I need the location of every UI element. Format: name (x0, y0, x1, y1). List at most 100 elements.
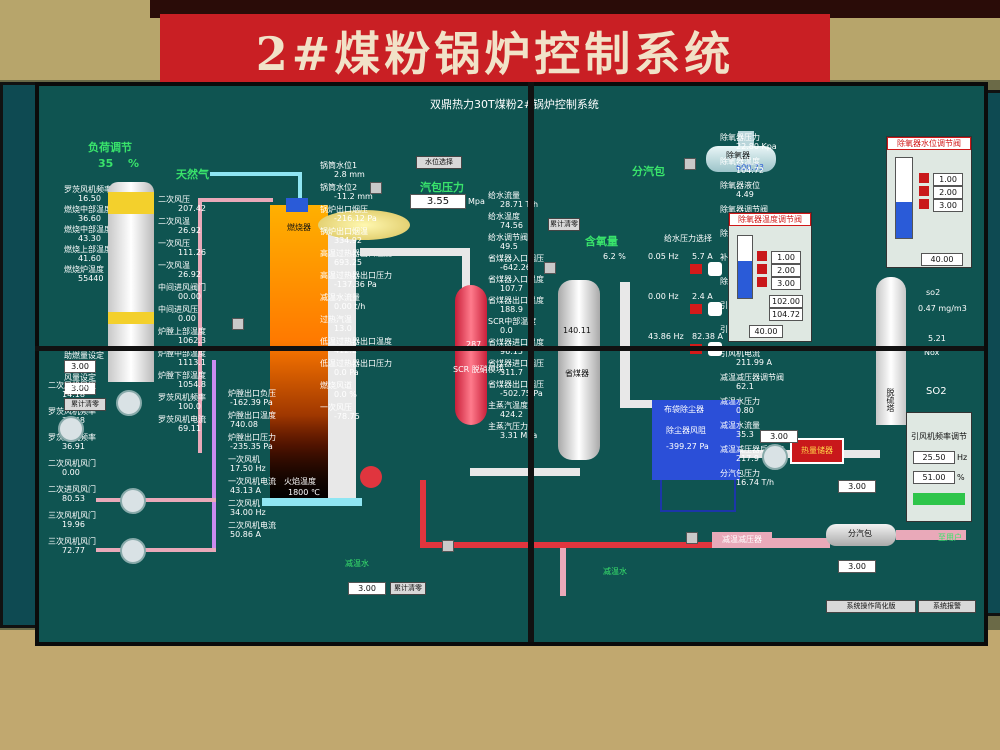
desuper-water-left: 减温水 (345, 559, 369, 568)
furnace-mid-value: 34.00 Hz (230, 508, 266, 517)
water-feed-value: 3.31 Mpa (500, 431, 538, 440)
fan-control-pct[interactable]: 51.00 (913, 471, 955, 484)
left-panel-label: 燃烧上部温度 (64, 245, 112, 254)
econ-popup-title: 除氧器温度调节阀 (729, 213, 811, 226)
load-control-value[interactable]: 35 (98, 157, 114, 170)
left-lower-label: 三次风机风门 (48, 511, 96, 520)
third-air-fan-icon[interactable] (120, 538, 146, 564)
oxygen-value: 6.2 % (603, 252, 626, 261)
left-panel-value: 55440 (78, 274, 104, 283)
furnace-left-label: 罗茨风机电流 (158, 415, 206, 424)
econ-popup-bottom2[interactable]: 104.72 (769, 308, 803, 321)
subcyl-input[interactable]: 3.00 (838, 560, 876, 573)
furnace-right-value: -137.36 Pa (334, 280, 377, 289)
drum-pressure-value[interactable]: 3.55 (410, 194, 466, 209)
left-panel-label: 罗茨风机频率 (64, 185, 112, 194)
gas-pipe (210, 172, 302, 176)
furnace-left-label: 二次风压 (158, 195, 190, 204)
desuper-flow-input[interactable]: 3.00 (348, 582, 386, 595)
roots-fan-icon[interactable] (58, 416, 84, 442)
popup-red-button[interactable] (757, 264, 767, 274)
right-values-label: 减温水流量 (720, 421, 760, 430)
left-input-field[interactable]: 3.00 (64, 382, 96, 395)
furnace-right-value: 0.0 Pa (334, 368, 359, 377)
desulf-label: 脱硫塔 (886, 388, 895, 412)
system-alarm-button[interactable]: 系统报警 (918, 600, 976, 613)
furnace-left-label: 中间进风阀门 (158, 283, 206, 292)
popup-red-button[interactable] (757, 251, 767, 261)
left-panel-value: 36.60 (78, 214, 101, 223)
popup-value[interactable]: 3.00 (933, 199, 963, 212)
desulf-nox-label: Nox (924, 348, 940, 357)
water-level-select-button[interactable]: 水位选择 (416, 156, 462, 169)
popup-red-button[interactable] (919, 199, 929, 209)
right-values-value: 217.9 (736, 454, 759, 463)
right-values-value: 22.80 Kpa (736, 142, 777, 151)
second-air-fan-icon[interactable] (120, 488, 146, 514)
secondary-fan-icon[interactable] (116, 390, 142, 416)
deaerator-popup-gauge (895, 157, 913, 239)
popup-red-button[interactable] (919, 186, 929, 196)
heat-recovery-box[interactable]: 热量储器 (790, 438, 844, 464)
popup-value[interactable]: 1.00 (933, 173, 963, 186)
econ-popup-setpoint[interactable]: 40.00 (749, 325, 783, 338)
reducer-pipe (770, 538, 830, 548)
drum-valve-icon[interactable] (370, 182, 382, 194)
fan-control-popup[interactable]: 引风机频率调节 25.50 Hz 51.00 % (906, 412, 972, 522)
pump-current: 5.7 A (692, 252, 713, 261)
user-pipe (896, 530, 966, 540)
pump-icon[interactable] (708, 262, 722, 276)
fan-input[interactable]: 3.00 (760, 430, 798, 443)
fan-control-hz[interactable]: 25.50 (913, 451, 955, 464)
reset-button-1[interactable]: 累计清零 (64, 398, 106, 411)
popup-value[interactable]: 2.00 (933, 186, 963, 199)
popup-value[interactable]: 3.00 (771, 277, 801, 290)
econ-popup-bottom1[interactable]: 102.00 (769, 295, 803, 308)
popup-red-button[interactable] (919, 173, 929, 183)
pump-group-label: 给水压力选择 (664, 234, 712, 243)
popup-value[interactable]: 1.00 (771, 251, 801, 264)
cooler-input[interactable]: 3.00 (838, 480, 876, 493)
pump-icon[interactable] (708, 302, 722, 316)
system-simplified-button[interactable]: 系统操作简化版 (826, 600, 916, 613)
baghouse (652, 400, 740, 480)
fan-control-run[interactable] (913, 493, 965, 505)
furnace-left-value: 00.00 (178, 292, 201, 301)
air-pipe-vertical (198, 198, 202, 453)
left-lower-label: 二次风机风压 (48, 381, 96, 390)
economizer-value: 140.11 (563, 326, 591, 335)
scr-module (455, 285, 487, 425)
left-input-field[interactable]: 3.00 (64, 360, 96, 373)
main-steam-valve-icon[interactable] (442, 540, 454, 552)
reset-button-2[interactable]: 累计清零 (390, 582, 426, 595)
middle-air-valve-icon[interactable] (232, 318, 244, 330)
popup-red-button[interactable] (757, 277, 767, 287)
natural-gas-label: 天然气 (176, 168, 209, 181)
burner-label: 燃烧器 (287, 223, 311, 232)
induced-fan-icon[interactable] (762, 444, 788, 470)
furnace-right-label: 锅炉出口烟压 (320, 205, 368, 214)
load-control-label: 负荷调节 (88, 141, 132, 154)
desulf-so2-label: so2 (926, 288, 941, 297)
furnace-mid-label: 炉膛出口压力 (228, 433, 276, 442)
sub-cylinder-valve-icon[interactable] (684, 158, 696, 170)
econ-popup-gauge (737, 235, 753, 299)
reset-button-3[interactable]: 累计清零 (548, 218, 580, 231)
right-values-value: 211.99 A (736, 358, 773, 367)
deaerator-popup-setpoint[interactable]: 40.00 (921, 253, 963, 266)
reducer-valve-icon[interactable] (686, 532, 698, 544)
to-user-label: 至用户 (938, 533, 962, 542)
water-feed-label: 省煤器入口烟压 (488, 254, 544, 263)
furnace-right-label: 锅炉出口烟温 (320, 227, 368, 236)
feed-valve-icon[interactable] (544, 262, 556, 274)
water-feed-value: -642.26 (500, 263, 531, 272)
left-panel-label: 燃烧炉温度 (64, 265, 104, 274)
deaerator-tank (738, 131, 754, 147)
popup-value[interactable]: 2.00 (771, 264, 801, 277)
flame-temp-unit: ℃ (310, 488, 320, 497)
furnace-right-label: 锅筒水位2 (320, 183, 358, 192)
right-values-value: 0.80 (736, 406, 754, 415)
left-lower-value: 80.53 (62, 494, 85, 503)
